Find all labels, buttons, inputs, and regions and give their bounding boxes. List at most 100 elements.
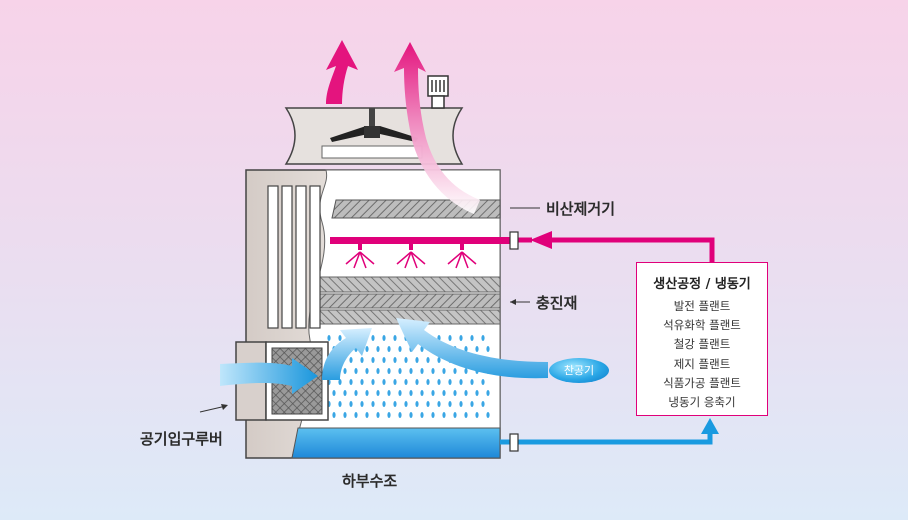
water-droplet (332, 390, 336, 396)
water-droplet (481, 401, 485, 407)
water-droplet (409, 412, 413, 418)
water-droplet (387, 412, 391, 418)
cold-water-arrowhead (701, 418, 719, 434)
cold-air-badge: 찬공기 (549, 358, 609, 383)
water-droplet (420, 390, 424, 396)
water-droplet (382, 401, 386, 407)
basin-label: 하부수조 (342, 472, 398, 490)
cold-air-inlet-arrow-left (220, 358, 318, 394)
water-droplet (431, 390, 435, 396)
water-droplet (437, 357, 441, 363)
water-droplet (360, 379, 364, 385)
water-droplet (354, 390, 358, 396)
water-droplet (376, 368, 380, 374)
water-droplet (464, 390, 468, 396)
water-droplet (470, 379, 474, 385)
hot-water-return-pipe (548, 237, 715, 262)
water-droplet (442, 390, 446, 396)
water-droplet (332, 412, 336, 418)
water-droplet (486, 412, 490, 418)
water-droplet (464, 412, 468, 418)
water-droplet (382, 379, 386, 385)
fill-layer-2 (309, 293, 501, 309)
water-droplet (371, 335, 375, 341)
water-droplet (404, 379, 408, 385)
water-droplet (393, 335, 397, 341)
water-droplet (398, 412, 402, 418)
hot-water-header (330, 237, 510, 244)
fan-hub-window (321, 145, 423, 159)
water-droplet (365, 412, 369, 418)
water-droplet (420, 368, 424, 374)
water-droplet (371, 401, 375, 407)
water-droplet (343, 390, 347, 396)
fan-blade-right (380, 126, 418, 142)
water-droplet (426, 401, 430, 407)
water-droplet (338, 335, 342, 341)
water-droplet (442, 412, 446, 418)
water-droplet (387, 390, 391, 396)
motor-icon (427, 75, 449, 109)
air-updraft-arrow-left (322, 328, 372, 380)
fill-layer-1 (311, 276, 501, 293)
water-droplet (376, 346, 380, 352)
water-droplet (382, 335, 386, 341)
water-droplet (371, 379, 375, 385)
hot-water-arrowhead (530, 231, 552, 249)
fan-hub (364, 126, 380, 138)
water-droplet (475, 390, 479, 396)
process-box: 생산공정 / 냉동기 발전 플랜트 석유화학 플랜트 철강 플랜트 제지 플랜트… (636, 262, 768, 416)
water-droplet (453, 390, 457, 396)
process-item: 식품가공 플랜트 (663, 375, 741, 390)
water-droplet (481, 335, 485, 341)
process-item: 제지 플랜트 (673, 356, 731, 371)
fill-label: 충진재 (536, 294, 578, 312)
water-droplet (415, 357, 419, 363)
water-droplet (354, 412, 358, 418)
water-droplet (349, 379, 353, 385)
water-droplet (365, 368, 369, 374)
water-droplet (349, 357, 353, 363)
water-droplet (431, 412, 435, 418)
water-droplet (409, 368, 413, 374)
water-droplet (371, 357, 375, 363)
water-droplet (382, 357, 386, 363)
water-droplet (426, 379, 430, 385)
water-droplet (420, 412, 424, 418)
water-droplet (437, 379, 441, 385)
water-droplet (338, 379, 342, 385)
water-droplet (376, 412, 380, 418)
cold-water-flange (509, 433, 519, 452)
water-droplet (387, 346, 391, 352)
water-droplet (415, 401, 419, 407)
cold-water-supply-pipe (500, 430, 713, 445)
water-droplet (464, 346, 468, 352)
water-droplet (442, 368, 446, 374)
water-droplet (475, 346, 479, 352)
water-droplet (453, 368, 457, 374)
spray-arrows (345, 251, 477, 269)
water-droplet (415, 379, 419, 385)
water-droplet (426, 357, 430, 363)
water-droplet (470, 335, 474, 341)
process-item: 냉동기 응축기 (668, 395, 736, 410)
hot-air-exhaust-arrow-right (394, 42, 480, 214)
water-droplet (343, 368, 347, 374)
air-inlet-louver-label: 공기입구루버 (140, 430, 223, 448)
basin-water (291, 427, 501, 459)
water-droplet (459, 379, 463, 385)
water-droplet (459, 335, 463, 341)
water-droplet (338, 401, 342, 407)
water-droplet (481, 379, 485, 385)
process-item: 발전 플랜트 (673, 299, 731, 313)
water-droplet (470, 401, 474, 407)
side-panel-slats (267, 185, 321, 329)
drift-eliminator-label: 비산제거기 (546, 200, 616, 218)
water-droplet (393, 401, 397, 407)
water-droplet (376, 390, 380, 396)
water-droplet (431, 368, 435, 374)
water-droplet (486, 390, 490, 396)
water-droplet (459, 401, 463, 407)
water-droplet (453, 412, 457, 418)
